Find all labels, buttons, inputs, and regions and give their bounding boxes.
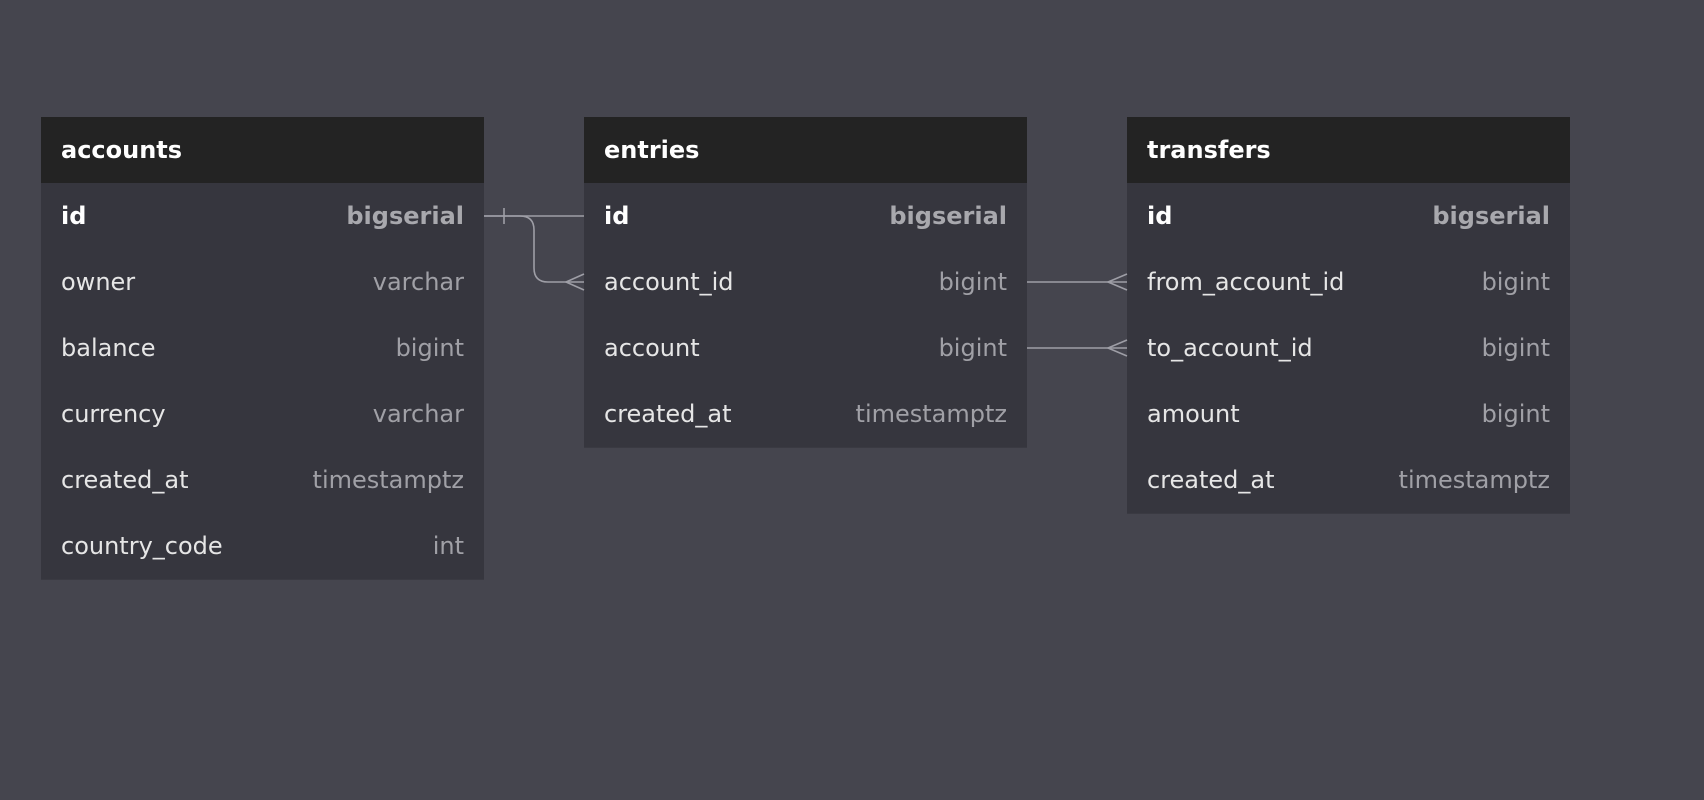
column-name: id: [1147, 202, 1173, 230]
table-accounts[interactable]: accounts id bigserial owner varchar bala…: [41, 117, 484, 579]
table-row[interactable]: created_at timestamptz: [1127, 447, 1570, 513]
column-type: timestamptz: [1398, 466, 1550, 494]
table-header[interactable]: transfers: [1127, 117, 1570, 183]
column-type: bigint: [938, 268, 1007, 296]
table-title: entries: [604, 136, 700, 164]
column-type: bigserial: [346, 202, 464, 230]
table-title: transfers: [1147, 136, 1271, 164]
column-name: to_account_id: [1147, 334, 1313, 362]
column-name: owner: [61, 268, 136, 296]
column-name: from_account_id: [1147, 268, 1345, 296]
column-type: bigint: [1481, 400, 1550, 428]
table-header[interactable]: entries: [584, 117, 1027, 183]
table-row[interactable]: from_account_id bigint: [1127, 249, 1570, 315]
table-transfers[interactable]: transfers id bigserial from_account_id b…: [1127, 117, 1570, 513]
many-marker: [1105, 339, 1128, 357]
column-type: bigint: [1481, 268, 1550, 296]
table-row[interactable]: balance bigint: [41, 315, 484, 381]
column-name: id: [604, 202, 630, 230]
table-row[interactable]: country_code int: [41, 513, 484, 579]
table-row[interactable]: id bigserial: [41, 183, 484, 249]
column-name: account_id: [604, 268, 734, 296]
table-title: accounts: [61, 136, 183, 164]
column-name: id: [61, 202, 87, 230]
table-header[interactable]: accounts: [41, 117, 484, 183]
many-marker: [1105, 273, 1128, 291]
many-marker: [564, 273, 585, 291]
column-type: bigint: [1481, 334, 1550, 362]
relation-accounts-entries-account-id: [484, 215, 584, 283]
column-type: bigserial: [889, 202, 1007, 230]
column-type: timestamptz: [855, 400, 1007, 428]
table-entries[interactable]: entries id bigserial account_id bigint a…: [584, 117, 1027, 447]
column-name: country_code: [61, 532, 223, 560]
column-name: created_at: [604, 400, 732, 428]
table-row[interactable]: id bigserial: [584, 183, 1027, 249]
column-name: amount: [1147, 400, 1240, 428]
table-row[interactable]: id bigserial: [1127, 183, 1570, 249]
table-row[interactable]: created_at timestamptz: [41, 447, 484, 513]
column-type: bigint: [395, 334, 464, 362]
column-type: int: [432, 532, 464, 560]
table-row[interactable]: amount bigint: [1127, 381, 1570, 447]
table-row[interactable]: created_at timestamptz: [584, 381, 1027, 447]
column-type: varchar: [372, 400, 464, 428]
column-name: currency: [61, 400, 166, 428]
column-type: bigint: [938, 334, 1007, 362]
table-row[interactable]: account bigint: [584, 315, 1027, 381]
table-row[interactable]: currency varchar: [41, 381, 484, 447]
table-row[interactable]: to_account_id bigint: [1127, 315, 1570, 381]
table-row[interactable]: account_id bigint: [584, 249, 1027, 315]
column-name: created_at: [1147, 466, 1275, 494]
column-type: bigserial: [1432, 202, 1550, 230]
column-type: varchar: [372, 268, 464, 296]
column-name: created_at: [61, 466, 189, 494]
table-row[interactable]: owner varchar: [41, 249, 484, 315]
column-type: timestamptz: [312, 466, 464, 494]
column-name: account: [604, 334, 700, 362]
column-name: balance: [61, 334, 156, 362]
